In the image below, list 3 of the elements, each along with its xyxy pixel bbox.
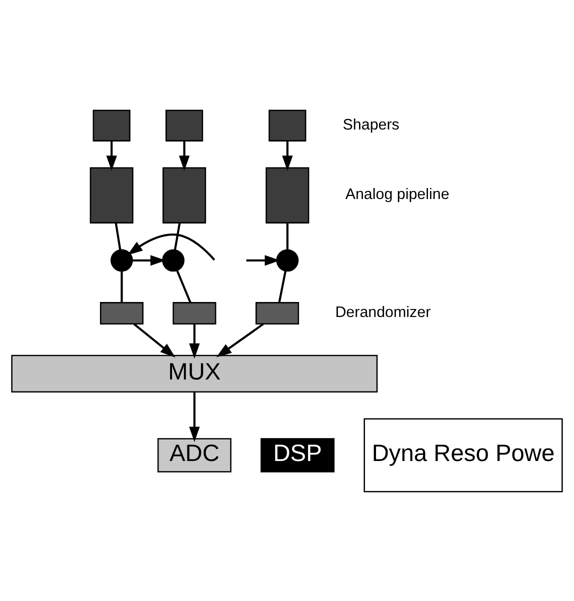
label: Analog pipeline	[345, 186, 450, 203]
label: Derandomizer	[335, 303, 431, 320]
label: Shapers	[342, 116, 400, 133]
